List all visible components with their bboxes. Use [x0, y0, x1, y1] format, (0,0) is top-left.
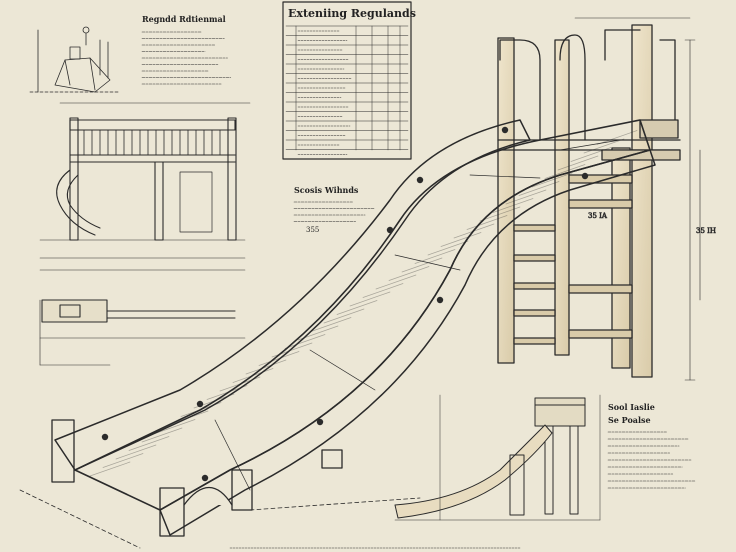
notes-right: Sool Iaslie Se Poalse	[607, 402, 696, 489]
bolt	[201, 474, 209, 482]
wood-grain	[531, 172, 573, 188]
dimension-label-a: 355	[306, 226, 319, 234]
wood-grain	[505, 189, 547, 205]
wood-grain	[336, 300, 378, 315]
wood-grain	[401, 257, 443, 273]
bolt	[436, 296, 444, 304]
wood-grain	[518, 181, 560, 196]
bolt	[581, 172, 589, 180]
wood-grain	[102, 453, 144, 468]
tower-crossbar	[568, 284, 633, 294]
ladder-rung	[513, 337, 556, 345]
wood-grain	[427, 240, 469, 256]
slide-plank-seam	[394, 254, 461, 271]
wood-grain	[414, 249, 456, 264]
notes-right-heading-2: Se Poalse	[608, 415, 651, 425]
notes-top-left: Regndd Rdtienmal	[141, 14, 232, 85]
slide-plank-seam	[469, 174, 541, 179]
wood-grain	[596, 130, 638, 145]
wood-grain	[440, 232, 482, 247]
wood-grain	[154, 419, 196, 434]
wood-grain	[310, 317, 352, 332]
wood-grain	[362, 283, 404, 298]
wood-grain	[141, 427, 183, 443]
bolt	[416, 176, 424, 184]
ladder-rung	[513, 224, 556, 232]
tower-crossbar	[568, 174, 633, 184]
wood-grain	[349, 291, 391, 307]
wood-grain	[375, 274, 417, 290]
dimension-label-b: 35 IA	[588, 212, 608, 220]
tower-crossbar	[568, 329, 633, 339]
tower-crossbar	[568, 199, 633, 209]
platform-elevation	[39, 102, 251, 271]
table-title: Exteniing Regulands	[288, 7, 416, 20]
dimension-label-c: 35 IH	[696, 227, 716, 235]
main-slide	[19, 24, 681, 549]
wood-grain	[388, 266, 430, 281]
wood-grain	[115, 444, 157, 460]
dimension-lines-right: 35 IA 35 IH	[574, 17, 716, 381]
bolt	[386, 226, 394, 234]
slide-plank-seam	[559, 139, 621, 151]
wood-grain	[557, 155, 599, 171]
notes-mid: Scosis Wihnds 355	[293, 185, 375, 234]
ladder-rung	[513, 309, 556, 317]
thumbnail-sketch	[29, 26, 121, 93]
wood-grain	[583, 138, 625, 154]
wood-grain	[544, 164, 586, 179]
bolt	[501, 126, 509, 134]
wood-grain	[492, 198, 534, 213]
slide-plank-seam	[309, 349, 376, 391]
wood-grain	[284, 334, 326, 349]
notes-top-heading: Regndd Rdtienmal	[142, 14, 226, 24]
wood-grain	[323, 308, 365, 324]
notes-right-heading-1: Sool Iaslie	[608, 402, 655, 412]
wood-grain	[89, 461, 131, 477]
small-elevation	[394, 394, 601, 521]
wood-grain	[479, 206, 521, 222]
wood-grain	[271, 342, 313, 358]
wood-grain	[232, 368, 274, 383]
bolt	[196, 400, 204, 408]
slide-section	[39, 299, 246, 366]
wood-grain	[128, 436, 170, 451]
ladder-rung	[513, 254, 556, 262]
wood-grain	[466, 215, 508, 230]
spec-table: Exteniing Regulands	[282, 1, 416, 160]
wood-grain	[570, 147, 612, 162]
bolt	[316, 418, 324, 426]
notes-mid-heading: Scosis Wihnds	[294, 185, 359, 195]
slide-plank-seam	[214, 419, 251, 491]
wood-grain	[245, 359, 287, 375]
ladder-rung	[513, 282, 556, 290]
bolt	[101, 433, 109, 441]
